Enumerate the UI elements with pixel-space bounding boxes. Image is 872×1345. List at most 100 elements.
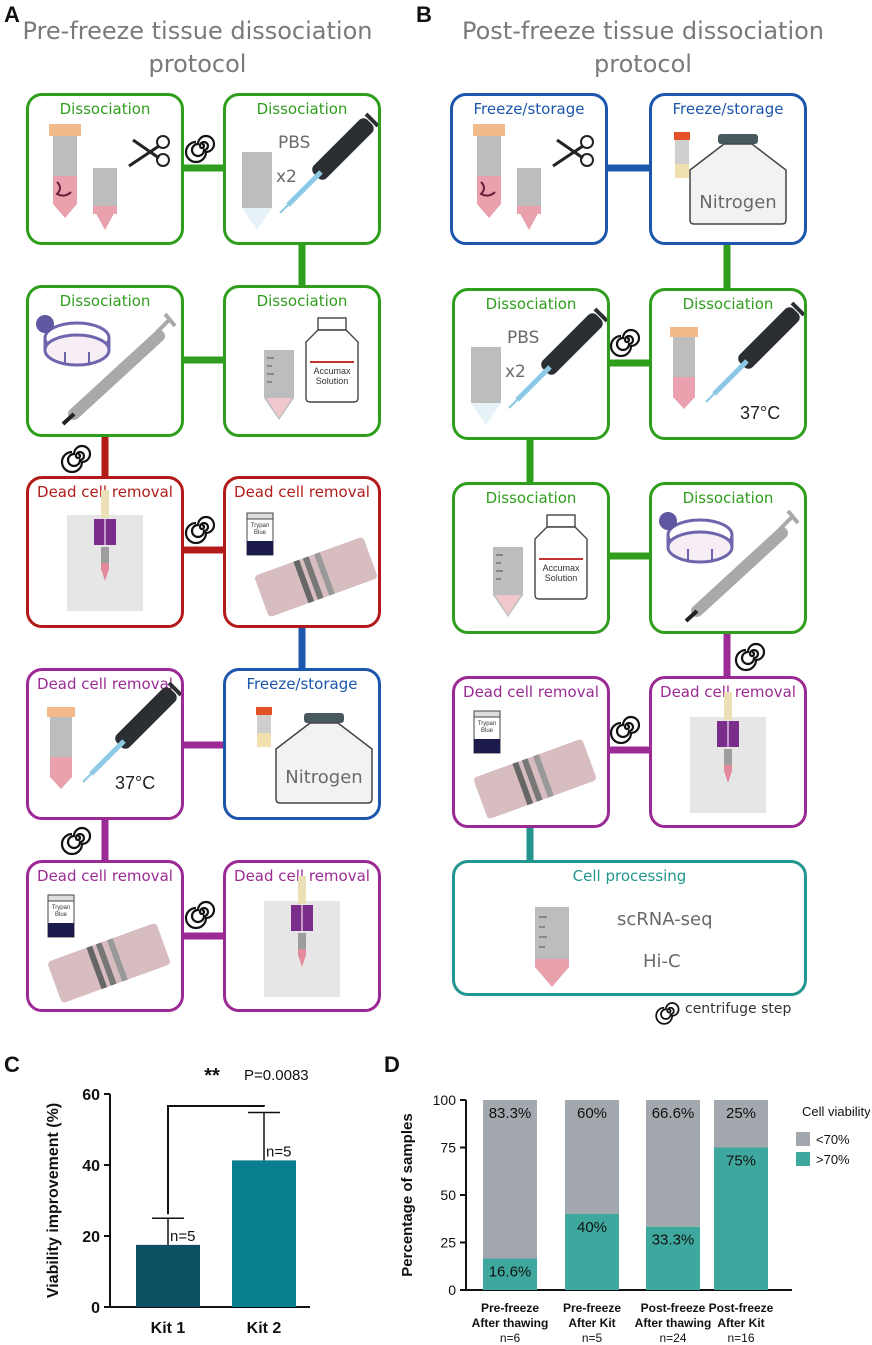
spiral-icon — [655, 1002, 680, 1025]
x-tick-label-n: n=5 — [582, 1331, 603, 1345]
panel-b-title-line2: protocol — [594, 50, 692, 78]
tube-pipette-37c-icon: 37°C — [47, 671, 181, 793]
step-a8-freeze-storage: Freeze/storage Nitrogen — [223, 668, 381, 820]
bar-label-below-70: 60% — [577, 1105, 607, 1122]
n-label: n=5 — [266, 1143, 291, 1160]
step-a4-dissociation: Dissociation Accumax Solution — [223, 285, 381, 437]
step-label: Dissociation — [256, 292, 348, 310]
bar-label-below-70: 83.3% — [489, 1105, 532, 1122]
step-label: Dissociation — [682, 295, 774, 313]
tissue-tubes-scissors-icon — [49, 124, 170, 230]
step-a9-dead-cell-removal: Dead cell removal Trypan Blue — [26, 860, 184, 1012]
bar-label-below-70: 25% — [726, 1105, 756, 1122]
nitrogen-jar-icon: Nitrogen — [256, 707, 373, 804]
pbs-label: PBS — [278, 133, 310, 153]
step-label: Dead cell removal — [463, 683, 599, 701]
column-icon — [264, 876, 340, 997]
step-label: Dissociation — [485, 489, 577, 507]
step-label: Cell processing — [572, 867, 687, 885]
step-label: Freeze/storage — [672, 100, 784, 118]
step-label: Dead cell removal — [37, 675, 173, 693]
bar-below-70 — [483, 1100, 537, 1259]
step-label: Dissociation — [256, 100, 348, 118]
y-tick-label: 75 — [440, 1140, 456, 1156]
step-label: Dissociation — [59, 292, 151, 310]
scrna-label: scRNA-seq — [617, 909, 713, 930]
bar — [232, 1160, 296, 1307]
bar-label-above-70: 75% — [726, 1153, 756, 1170]
strainer-syringe-icon — [657, 485, 804, 631]
strainer-syringe-icon — [34, 288, 181, 434]
legend-swatch-above-70 — [796, 1152, 810, 1166]
panel-a-title-line2: protocol — [148, 50, 247, 78]
column-icon — [67, 490, 143, 611]
panel-a-title-line1: Pre-freeze tissue dissociation — [22, 17, 373, 45]
step-label: Dead cell removal — [37, 867, 173, 885]
trypan-label-2: Blue — [55, 912, 68, 918]
accumax-label-2: Solution — [545, 573, 578, 583]
y-axis-label: Percentage of samples — [399, 1113, 416, 1276]
trypan-strip-icon: Trypan Blue — [472, 710, 598, 820]
step-b9-cell-processing: Cell processing scRNA-seq Hi-C — [452, 860, 807, 996]
n-label: n=5 — [170, 1228, 195, 1245]
bar-label-above-70: 16.6% — [489, 1263, 532, 1280]
nitrogen-label: Nitrogen — [699, 192, 776, 213]
p-value-label: P=0.0083 — [244, 1067, 309, 1084]
pbs-pipette-icon: PBS x2 — [471, 291, 607, 425]
y-tick-label: 25 — [440, 1235, 456, 1251]
step-b7-dead-cell-removal: Dead cell removal Trypan Blue — [452, 676, 610, 828]
temp-label: 37°C — [115, 773, 155, 793]
pbs-label: PBS — [507, 328, 539, 348]
step-b5-dissociation: Dissociation Accumax Solution — [452, 482, 610, 634]
step-b4-dissociation: Dissociation 37°C — [649, 288, 807, 440]
y-tick-label: 0 — [448, 1282, 456, 1298]
x-tick-label-line1: Post-freeze — [641, 1301, 706, 1315]
step-a6-dead-cell-removal: Dead cell removal Trypan Blue — [223, 476, 381, 628]
bar-label-above-70: 33.3% — [652, 1232, 695, 1249]
x-tick-label-line2: After Kit — [568, 1316, 615, 1330]
bar-below-70 — [565, 1100, 619, 1214]
step-b8-dead-cell-removal: Dead cell removal — [649, 676, 807, 828]
bar-above-70 — [714, 1147, 768, 1290]
trypan-label-1: Trypan — [52, 905, 70, 911]
step-label: Dissociation — [485, 295, 577, 313]
y-tick-label: 20 — [82, 1229, 100, 1246]
y-tick-label: 0 — [91, 1300, 100, 1317]
panel-letter-c: C — [4, 1052, 20, 1077]
panel-b-title-line1: Post-freeze tissue dissociation — [461, 17, 824, 45]
x-tick-label-line1: Pre-freeze — [481, 1301, 539, 1315]
step-label: Freeze/storage — [473, 100, 585, 118]
x-tick-label-line2: After thawing — [472, 1316, 549, 1330]
y-tick-label: 60 — [82, 1087, 100, 1104]
tube-pipette-37c-icon: 37°C — [670, 291, 804, 423]
step-a2-dissociation: Dissociation PBS x2 — [223, 93, 381, 245]
trypan-label-2: Blue — [481, 728, 494, 734]
x-tick-label-line1: Post-freeze — [709, 1301, 774, 1315]
step-a7-dead-cell-removal: Dead cell removal 37°C — [26, 668, 184, 820]
trypan-label-1: Trypan — [478, 721, 496, 727]
bar-below-70 — [714, 1100, 768, 1148]
step-b6-dissociation: Dissociation — [649, 482, 807, 634]
step-b3-dissociation: Dissociation PBS x2 — [452, 288, 610, 440]
centrifuge-legend-label: centrifuge step — [685, 1001, 792, 1017]
tissue-tubes-scissors-icon — [473, 124, 594, 230]
x2-label: x2 — [505, 362, 526, 382]
nitrogen-jar-icon: Nitrogen — [674, 132, 787, 225]
bar-label-below-70: 66.6% — [652, 1105, 695, 1122]
trypan-strip-icon: Trypan Blue — [46, 894, 172, 1004]
bar-below-70 — [646, 1100, 700, 1227]
panel-b-title: Post-freeze tissue dissociation protocol — [448, 15, 838, 81]
step-a1-dissociation: Dissociation — [26, 93, 184, 245]
accumax-label-1: Accumax — [313, 366, 351, 376]
trypan-label-2: Blue — [254, 530, 267, 536]
step-a10-dead-cell-removal: Dead cell removal — [223, 860, 381, 1012]
bar-above-70 — [483, 1258, 537, 1290]
x-tick-label: Kit 2 — [247, 1320, 282, 1337]
x-tick-label-line2: After Kit — [717, 1316, 764, 1330]
panel-letter-d: D — [384, 1052, 400, 1077]
column-icon — [690, 692, 766, 813]
pbs-pipette-icon: PBS x2 — [242, 96, 378, 230]
x-tick-label-n: n=24 — [659, 1331, 686, 1345]
temp-label: 37°C — [740, 403, 780, 423]
accumax-label-2: Solution — [316, 376, 349, 386]
